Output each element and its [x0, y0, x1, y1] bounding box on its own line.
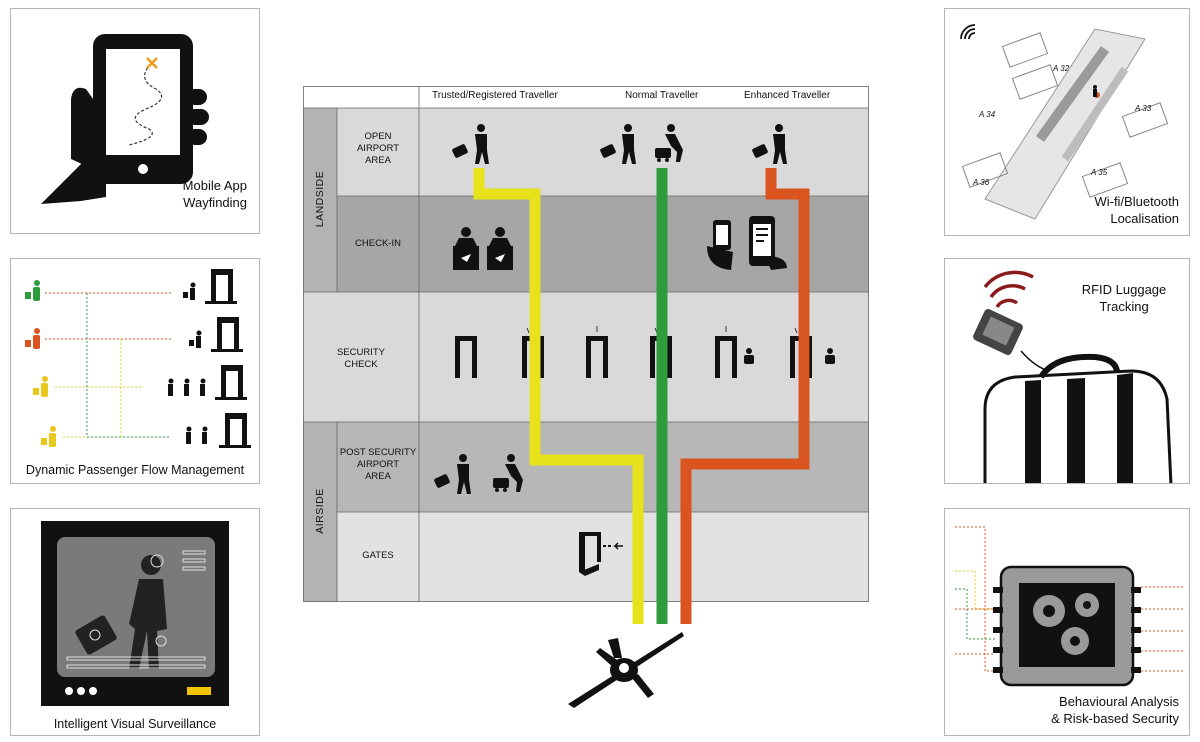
airport-map-illustration: A 32 A 34 A 33 A 36 A 35 [960, 24, 1169, 220]
mobile-app-caption-2: Wayfinding [183, 195, 247, 210]
wifi-caption-2: Localisation [1110, 211, 1179, 226]
luggage-rfid-icon [973, 270, 1173, 483]
open-area-travellers [452, 124, 787, 164]
enhanced-traveller-icon [752, 124, 787, 164]
landside-label: LANDSIDE [314, 170, 326, 228]
traveller-yellow-2-icon [41, 426, 56, 447]
rfid-panel: RFID Luggage Tracking [944, 258, 1190, 484]
rfid-caption-2: Tracking [1099, 299, 1149, 314]
mobile-check-in-icons [707, 216, 787, 270]
column-header-normal: Normal Traveller [625, 90, 699, 101]
behaviour-caption-2: & Risk-based Security [1051, 711, 1179, 726]
check-in-desk-icons [453, 227, 513, 270]
mobile-app-panel: Mobile App Wayfinding [10, 8, 260, 234]
surveillance-monitor-icon [41, 521, 229, 706]
boarding-gate-icon [579, 532, 623, 576]
wifi-caption-1: Wi-fi/Bluetooth [1094, 194, 1179, 209]
gate-label-a33: A 33 [1134, 104, 1152, 113]
wifi-panel: A 32 A 34 A 33 A 36 A 35 Wi-fi/Bluetooth… [944, 8, 1190, 236]
traveller-yellow-icon [33, 376, 48, 397]
post-security-travellers [434, 454, 523, 494]
security-gate-icons [455, 326, 835, 378]
mobile-app-caption-1: Mobile App [182, 178, 247, 193]
zone-check-in: CHECK-IN [355, 238, 401, 249]
zone-gates: GATES [362, 550, 394, 561]
paths-to-aircraft [632, 600, 692, 624]
gate-label-a32: A 32 [1052, 64, 1070, 73]
passenger-flow-caption: Dynamic Passenger Flow Management [25, 463, 245, 477]
wifi-signal-icon [960, 24, 976, 40]
gate-label-a35: A 35 [1090, 168, 1108, 177]
rfid-caption-1: RFID Luggage [1081, 282, 1167, 297]
trusted-path [473, 168, 644, 602]
surveillance-caption: Intelligent Visual Surveillance [53, 717, 217, 731]
behaviour-caption-1: Behavioural Analysis [1059, 694, 1179, 709]
aircraft-icon [568, 632, 684, 708]
cart-traveller-icon [655, 124, 683, 162]
gate-label-a36: A 36 [972, 178, 990, 187]
gate-label-a34: A 34 [978, 110, 996, 119]
passenger-flow-diagram [25, 269, 251, 448]
traveller-orange-icon [25, 328, 40, 349]
passenger-flow-panel: Dynamic Passenger Flow Management [10, 258, 260, 484]
rfid-signal-icon [983, 270, 1034, 309]
trusted-traveller-icon [452, 124, 489, 164]
behaviour-panel: Behavioural Analysis & Risk-based Securi… [944, 508, 1190, 736]
visual-surveillance-panel: Intelligent Visual Surveillance [10, 508, 260, 736]
airside-label: AIRSIDE [314, 488, 326, 534]
phone-hand-icon [41, 34, 209, 204]
column-header-trusted: Trusted/Registered Traveller [432, 90, 558, 101]
column-header-enhanced: Enhanced Traveller [744, 90, 831, 101]
traveller-green-icon [25, 280, 40, 301]
enhanced-path [680, 168, 810, 602]
normal-traveller-icon [600, 124, 636, 164]
traveller-flow-diagram: Trusted/Registered Traveller Normal Trav… [303, 86, 869, 602]
behaviour-chip-icon [955, 526, 1185, 687]
traveller-paths [473, 168, 810, 602]
